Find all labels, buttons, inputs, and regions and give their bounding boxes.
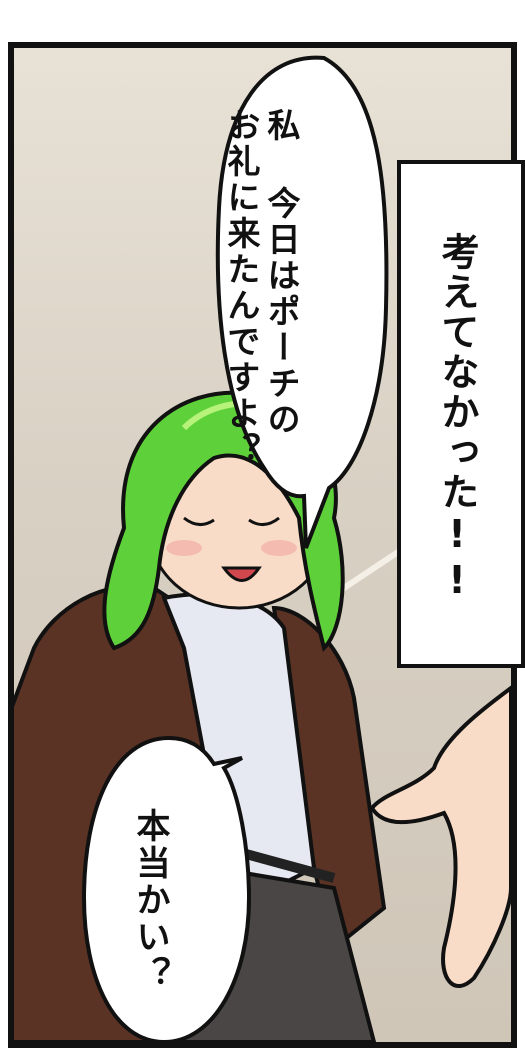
speech-line-2: お礼に来たんですよ？: [222, 108, 261, 468]
speech-bubble-1: [215, 55, 389, 549]
speech-bubble-2: [81, 735, 252, 1042]
right-eye: [248, 516, 280, 526]
caption-box: [397, 160, 525, 668]
right-blush: [261, 540, 297, 556]
left-eye: [183, 516, 215, 526]
speech-bubble-1-text: 私 今日はポーチの お礼に来たんですよ？: [221, 108, 301, 468]
left-blush: [166, 540, 202, 556]
speech-line-1: 私 今日はポーチの: [262, 108, 301, 438]
hand: [369, 685, 511, 988]
jacket-right: [271, 605, 387, 952]
mouth: [221, 566, 262, 582]
panel-artwork: [14, 55, 511, 1042]
speech-bubble-2-text: 本当かい？: [130, 808, 170, 993]
caption-text: 考えてなかった!!: [435, 232, 479, 604]
